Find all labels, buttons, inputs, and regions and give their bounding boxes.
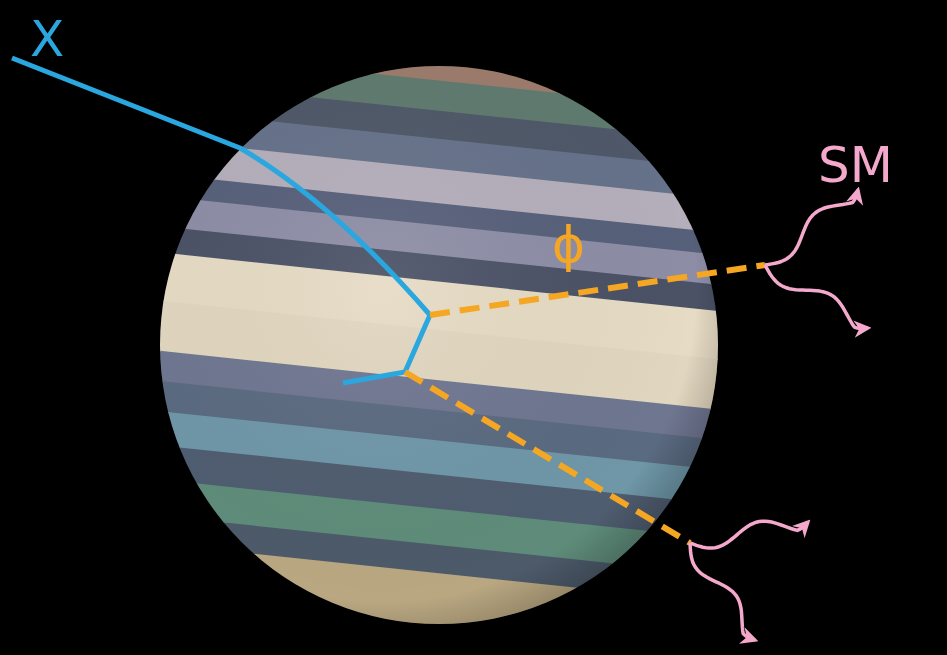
sm-wave <box>765 265 868 328</box>
x-track <box>12 58 430 383</box>
mediator-label: ϕ <box>552 220 585 270</box>
sm-wave <box>690 543 755 640</box>
phi-line <box>405 372 690 543</box>
sm-wave <box>765 190 858 265</box>
planet <box>72 16 829 655</box>
sm-label: SM <box>818 140 893 190</box>
phi-line <box>430 265 765 315</box>
particle-label: X <box>30 14 64 64</box>
sm-wave <box>690 521 808 548</box>
